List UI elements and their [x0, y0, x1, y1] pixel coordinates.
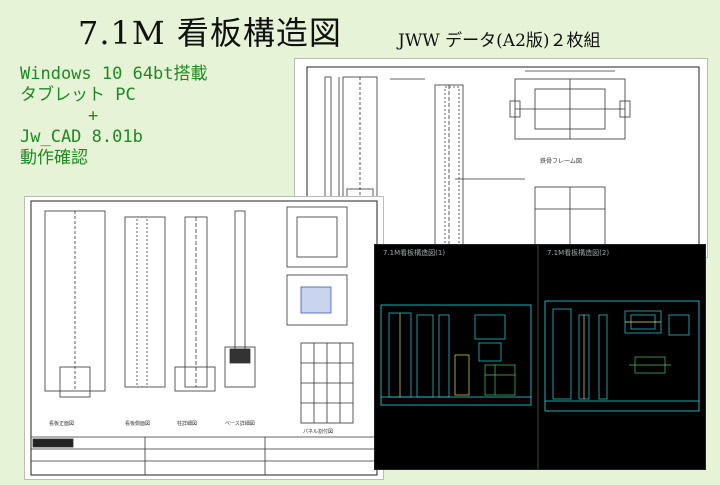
page-title: 7.1M 看板構造図: [78, 14, 342, 52]
spec-line-device: タブレット PC: [20, 85, 136, 105]
drawing-sheet-front: 看板正面図 看板側面図 柱詳細図 ベース詳細図 パネル割付図: [24, 196, 384, 480]
caption-panel: パネル割付図: [303, 428, 333, 435]
spec-line-os: Windows 10 64bt搭載: [20, 64, 208, 84]
spec-line-confirmed: 動作確認: [20, 148, 88, 168]
cad-screen-2-linework: 7.1M看板構造図(2): [544, 248, 700, 412]
cad-screen-1-caption: 7.1M看板構造図(1): [383, 248, 445, 257]
spec-block: Windows 10 64bt搭載 タブレット PC + Jw_CAD 8.01…: [20, 64, 208, 169]
page-subtitle: JWW データ(A2版)２枚組: [398, 31, 601, 51]
cad-screen-2: 7.1M看板構造図(2): [538, 244, 706, 470]
caption-side-view: 看板側面図: [125, 420, 150, 427]
caption-base: ベース詳細図: [225, 420, 255, 427]
drawing-sheet-front-linework: 看板正面図 看板側面図 柱詳細図 ベース詳細図 パネル割付図: [30, 200, 378, 476]
cad-screen-1-linework: 7.1M看板構造図(1): [380, 248, 532, 406]
caption-column: 柱詳細図: [177, 420, 197, 427]
drawing-caption-frame: 鉄骨フレーム図: [540, 157, 582, 165]
cad-screen-1: 7.1M看板構造図(1): [374, 244, 538, 470]
spec-line-software: Jw_CAD 8.01b: [20, 127, 143, 147]
cad-screen-2-caption: 7.1M看板構造図(2): [547, 248, 609, 257]
spec-line-plus: +: [88, 106, 99, 126]
caption-front-view: 看板正面図: [49, 420, 74, 427]
